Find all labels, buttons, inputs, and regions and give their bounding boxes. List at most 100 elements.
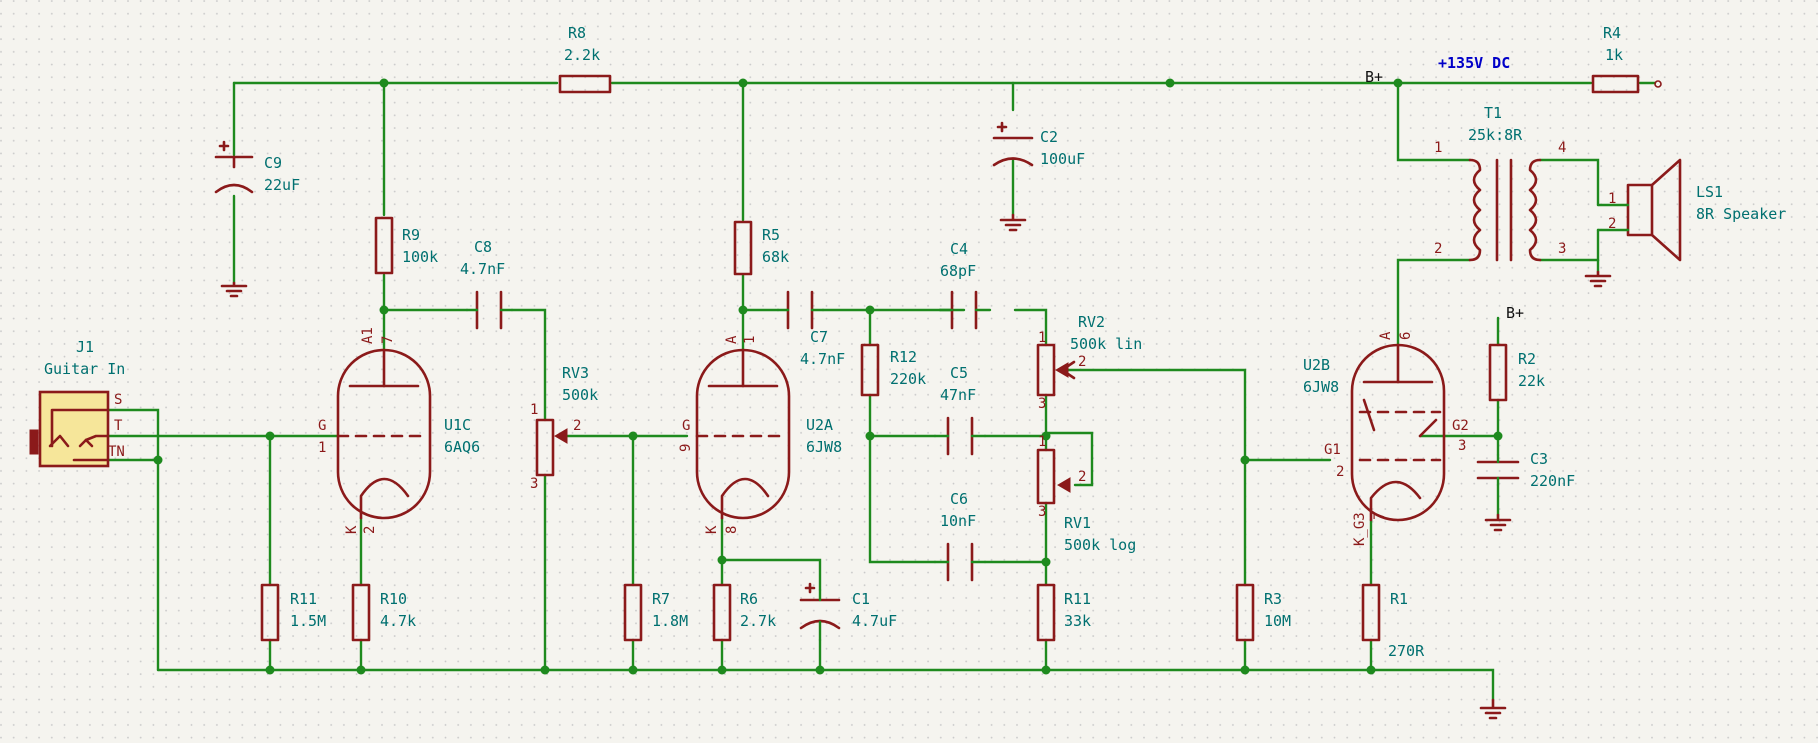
u2b-ref: U2B — [1303, 356, 1330, 374]
r3-value: 10M — [1264, 612, 1291, 630]
capacitor-c5[interactable]: C5 47nF — [933, 364, 987, 456]
u2a-anode-num: 1 — [742, 336, 758, 344]
ls1-ref: LS1 — [1696, 183, 1723, 201]
resistor-r11-tone[interactable]: R11 33k — [1036, 583, 1091, 642]
junctions — [153, 78, 1503, 675]
t1-pin-2: 2 — [1434, 241, 1442, 257]
j1-ref: J1 — [76, 338, 94, 356]
capacitor-c1[interactable]: C1 4.7uF — [799, 582, 897, 642]
u2b-value: 6JW8 — [1303, 378, 1339, 396]
resistor-r12[interactable]: R12 220k — [860, 343, 926, 397]
t1-pin-1: 1 — [1434, 140, 1442, 156]
u1c-grid-num: 1 — [318, 440, 326, 456]
ground-symbol — [999, 213, 1027, 232]
t1-ref: T1 — [1484, 104, 1502, 122]
u2b-g1-name: G1 — [1324, 442, 1341, 458]
c3-ref: C3 — [1530, 450, 1548, 468]
resistor-r9[interactable]: R9 100k — [374, 216, 438, 275]
capacitor-c8[interactable]: C8 4.7nF — [460, 238, 514, 330]
tube-u2b[interactable]: G1 2 G2 3 A 6 K_G3 7 U2B 6JW8 — [1303, 331, 1469, 546]
c4-value: 68pF — [940, 262, 976, 280]
c8-value: 4.7nF — [460, 260, 505, 278]
r10-value: 4.7k — [380, 612, 416, 630]
u2b-g2-num: 3 — [1458, 438, 1466, 454]
resistor-r1[interactable]: R1 270R — [1361, 583, 1425, 660]
tube-u2a[interactable]: G 9 A 1 K 8 U2A 6JW8 — [678, 335, 842, 534]
r2-ref: R2 — [1518, 350, 1536, 368]
c7-ref: C7 — [810, 328, 828, 346]
potentiometer-rv1[interactable]: 1 2 3 RV1 500k log — [1036, 434, 1136, 554]
c8-ref: C8 — [474, 238, 492, 256]
u2b-anode-name: A — [1378, 331, 1394, 340]
r9-value: 100k — [402, 248, 438, 266]
t1-pin-3: 3 — [1558, 241, 1566, 257]
resistor-r11-input[interactable]: R11 1.5M — [260, 583, 326, 642]
capacitor-c3[interactable]: C3 220nF — [1476, 450, 1575, 490]
jack-j1[interactable]: S T TN J1 Guitar In — [29, 338, 125, 468]
rv2-pin-1: 1 — [1038, 330, 1046, 346]
u1c-cathode-num: 2 — [362, 526, 378, 534]
potentiometer-rv3[interactable]: 1 2 3 RV3 500k — [530, 364, 598, 492]
c2-value: 100uF — [1040, 150, 1085, 168]
u2a-grid-name: G — [682, 418, 690, 434]
c9-value: 22uF — [264, 176, 300, 194]
r10-ref: R10 — [380, 590, 407, 608]
r1-ref: R1 — [1390, 590, 1408, 608]
resistor-r3[interactable]: R3 10M — [1235, 583, 1291, 642]
ground-symbol — [1584, 270, 1612, 288]
j1-pin-t: T — [114, 418, 123, 434]
resistor-r7[interactable]: R7 1.8M — [623, 583, 688, 642]
ls1-value: 8R Speaker — [1696, 205, 1786, 223]
t1-value: 25k:8R — [1468, 126, 1523, 144]
resistor-r5[interactable]: R5 68k — [733, 220, 789, 276]
ls1-pin-1: 1 — [1608, 191, 1616, 207]
c1-value: 4.7uF — [852, 612, 897, 630]
rv1-value: 500k log — [1064, 536, 1136, 554]
rv2-value: 500k lin — [1070, 335, 1142, 353]
transformer-t1[interactable]: 1 2 3 4 T1 25k:8R — [1434, 104, 1566, 262]
power-voltage-label: +135V DC — [1438, 54, 1510, 72]
rv3-pin-1: 1 — [530, 402, 538, 418]
r3-ref: R3 — [1264, 590, 1282, 608]
c3-value: 220nF — [1530, 472, 1575, 490]
r11b-ref: R11 — [1064, 590, 1091, 608]
bplus-net-label: B+ — [1365, 68, 1383, 86]
capacitor-c6[interactable]: C6 10nF — [933, 490, 987, 582]
r11b-value: 33k — [1064, 612, 1091, 630]
u1c-ref: U1C — [444, 416, 471, 434]
t1-pin-4: 4 — [1558, 140, 1566, 156]
resistor-r6[interactable]: R6 2.7k — [712, 583, 776, 642]
r12-value: 220k — [890, 370, 926, 388]
r5-value: 68k — [762, 248, 789, 266]
capacitor-c9[interactable]: C9 22uF — [214, 140, 300, 194]
capacitor-c2[interactable]: C2 100uF — [992, 121, 1085, 168]
j1-pin-s: S — [114, 392, 122, 408]
rv3-ref: RV3 — [562, 364, 589, 382]
potentiometer-rv2[interactable]: 1 2 3 RV2 500k lin — [1036, 313, 1142, 412]
u2b-g2-name: G2 — [1452, 418, 1469, 434]
u2b-g1-num: 2 — [1336, 464, 1344, 480]
c6-value: 10nF — [940, 512, 976, 530]
rv3-value: 500k — [562, 386, 598, 404]
u1c-grid-name: G — [318, 418, 326, 434]
c2-ref: C2 — [1040, 128, 1058, 146]
c9-ref: C9 — [264, 154, 282, 172]
speaker-ls1[interactable]: 1 2 LS1 8R Speaker — [1596, 158, 1786, 262]
r7-value: 1.8M — [652, 612, 688, 630]
capacitor-c4[interactable]: C4 68pF — [938, 240, 992, 330]
resistor-r4[interactable]: R4 1k — [1591, 24, 1662, 94]
rv1-ref: RV1 — [1064, 514, 1091, 532]
resistor-r2[interactable]: R2 22k — [1488, 343, 1545, 402]
rv2-pin-3: 3 — [1038, 396, 1046, 412]
u2a-grid-num: 9 — [678, 444, 694, 452]
resistor-r10[interactable]: R10 4.7k — [351, 583, 416, 642]
rv1-pin-1: 1 — [1038, 434, 1046, 450]
resistor-r8[interactable]: R8 2.2k — [558, 24, 612, 94]
r8-ref: R8 — [568, 24, 586, 42]
r11a-ref: R11 — [290, 590, 317, 608]
u2b-kg3-name: K_G3 — [1352, 512, 1368, 546]
capacitor-c7[interactable]: C7 4.7nF — [776, 290, 845, 368]
r8-value: 2.2k — [564, 46, 600, 64]
tube-u1c[interactable]: G 1 A1 7 K 2 U1C 6AQ6 — [318, 327, 480, 534]
